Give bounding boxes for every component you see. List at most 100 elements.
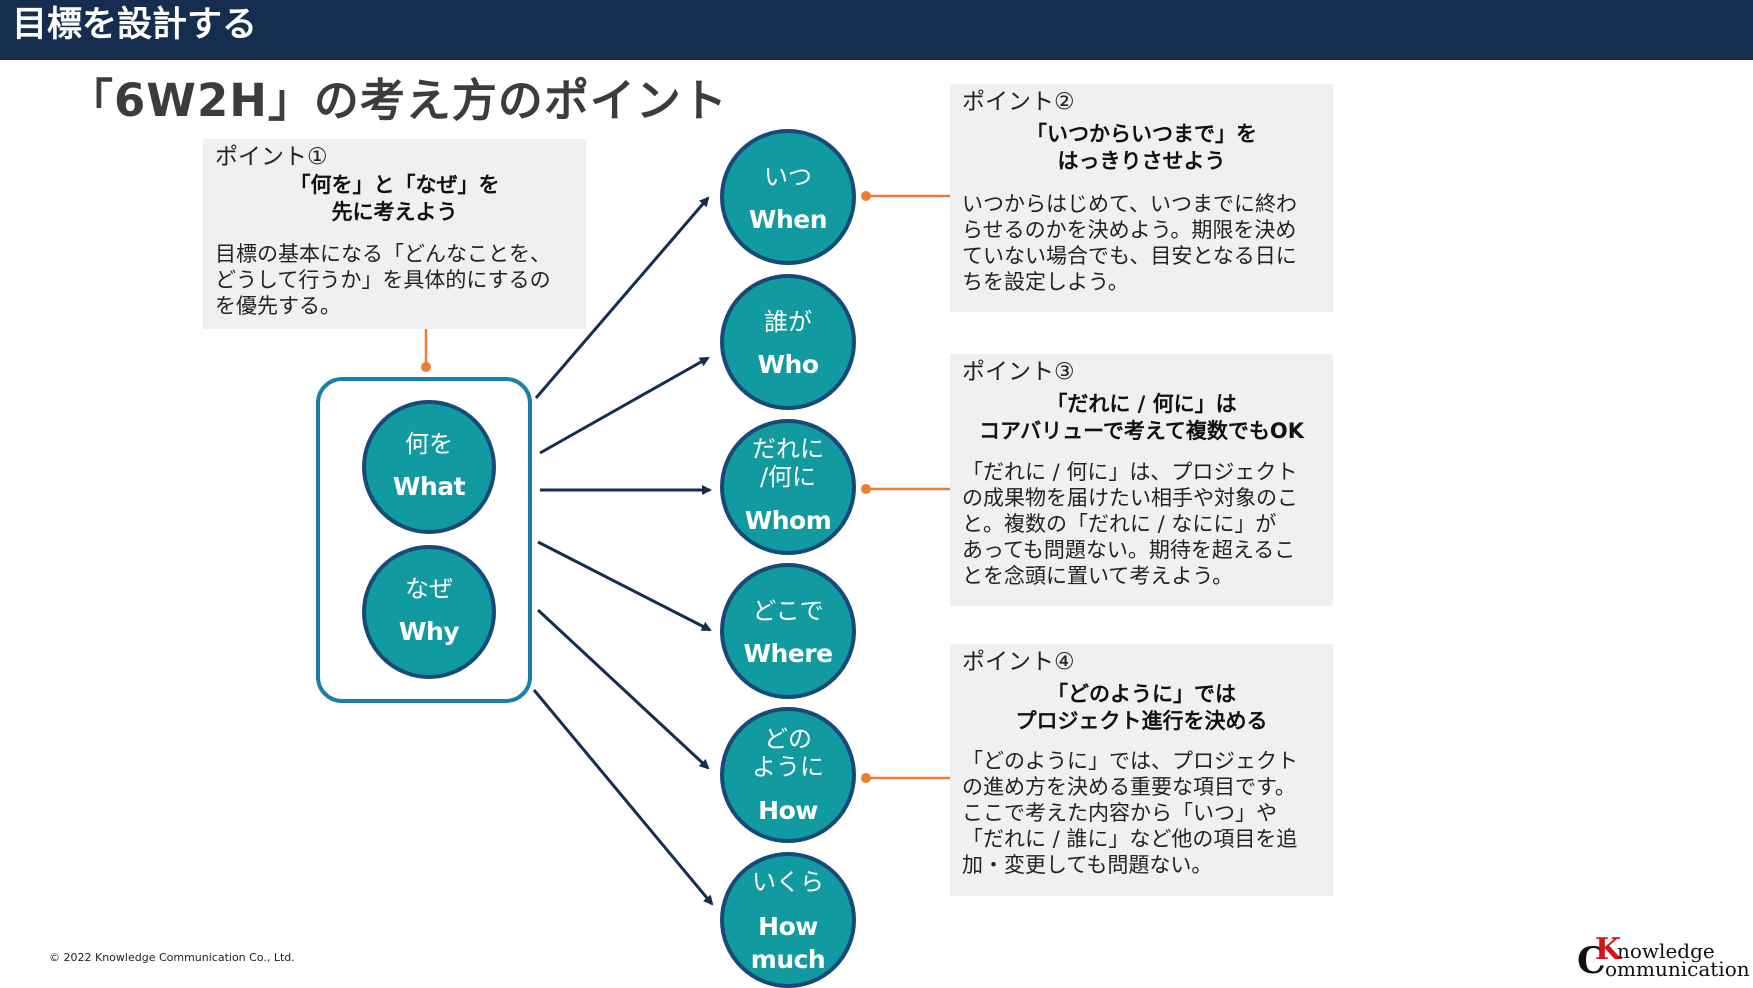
circle-why: なぜ Why [362,545,496,679]
heading-line: 「だれに / 何に」は [1046,392,1237,416]
point1-box: ポイント① 「何を」と「なぜ」を 先に考えよう 目標の基本になる「どんなことを、… [203,139,586,329]
circle-en-label: What [366,472,492,502]
body-line: ていない場合でも、目安となる日に [962,244,1297,268]
en-line: Who [757,350,819,379]
circle-jp-label: なぜ [366,575,492,603]
en-line: Where [743,639,833,668]
point2-body: いつからはじめて、いつまでに終わ らせるのかを決めよう。期限を決め ていない場合… [962,191,1297,295]
jp-line: いくら [752,868,824,896]
logo-word-knowledge: nowledge [1617,939,1715,963]
en-line: Whom [744,506,832,535]
circle-jp-label: 誰が [724,308,852,336]
heading-line: 先に考えよう [331,200,458,224]
en-line: How [758,796,818,825]
body-line: とを念頭に置いて考えよう。 [962,564,1234,588]
circle-how: どの ように How [720,707,856,843]
circle-how-much: いくら How much [720,852,856,988]
body-line: あっても問題ない。期待を超えるこ [962,538,1296,562]
point4-box: ポイント④ 「どのように」では プロジェクト進行を決める 「どのように」では、プ… [950,644,1333,896]
point2-heading: 「いつからいつまで」を はっきりさせよう [950,121,1333,175]
point4-heading: 「どのように」では プロジェクト進行を決める [950,681,1333,735]
body-line: 「だれに / 誰に」など他の項目を追 [962,827,1298,851]
heading-line: プロジェクト進行を決める [1015,709,1268,733]
point2-box: ポイント② 「いつからいつまで」を はっきりさせよう いつからはじめて、いつまで… [950,84,1333,312]
connector-point2-dot [861,191,871,201]
body-line: ちを設定しよう。 [962,270,1129,294]
heading-line: 「どのように」では [1047,682,1236,706]
jp-line: どこで [752,597,824,625]
copyright-text: © 2022 Knowledge Communication Co., Ltd. [49,951,295,964]
point2-label: ポイント② [962,89,1075,115]
circle-jp-label: だれに /何に [724,435,852,491]
jp-line: どの [764,725,812,753]
connector-point3-dot [861,484,871,494]
en-line: much [750,945,826,974]
point1-heading: 「何を」と「なぜ」を 先に考えよう [203,172,586,226]
circle-en-label: How [724,796,852,826]
body-line: 「だれに / 何に」は、プロジェクト [962,460,1298,484]
en-line: How [758,912,818,941]
circle-jp-label: どの ように [724,725,852,781]
arrow-who [539,356,710,455]
arrow-when [534,196,710,399]
jp-line: だれに [752,435,824,463]
body-line: ここで考えた内容から「いつ」や [962,801,1277,825]
circle-whom: だれに /何に Whom [720,419,856,555]
body-line: を優先する。 [215,294,341,318]
circle-en-label: Who [724,350,852,380]
logo-mark-k: K [1595,932,1622,967]
circle-jp-label: 何を [366,430,492,458]
circle-jp-label: いくら [724,868,852,896]
body-line: の進め方を決める重要な項目です。 [962,775,1296,799]
heading-line: 「何を」と「なぜ」を [289,173,500,197]
point3-label: ポイント③ [962,359,1075,385]
jp-line: 誰が [764,308,812,336]
logo-mark-c: C [1577,940,1606,982]
circle-en-label: When [724,205,852,235]
circle-jp-label: いつ [724,163,852,191]
core-group-frame [316,377,532,703]
circle-where: どこで Where [720,563,856,699]
jp-line: ように [752,753,824,781]
header-title: 目標を設計する [12,5,258,45]
heading-line: 「いつからいつまで」を [1026,122,1257,146]
circle-en-label: Why [366,617,492,647]
connector-point1-dot [421,362,431,372]
arrow-where [537,540,712,632]
en-line: Why [398,617,460,646]
point3-box: ポイント③ 「だれに / 何に」は コアバリューで考えて複数でもOK 「だれに … [950,354,1333,606]
jp-line: /何に [759,463,817,491]
point4-body: 「どのように」では、プロジェクト の進め方を決める重要な項目です。 ここで考えた… [962,748,1298,878]
body-line: 加・変更しても問題ない。 [962,853,1213,877]
circle-what: 何を What [362,400,496,534]
page-subtitle: 「6W2H」の考え方のポイント [68,74,728,127]
en-line: When [748,205,828,234]
heading-line: はっきりさせよう [1057,149,1226,173]
jp-line: なぜ [405,575,453,603]
circle-en-label: How much [724,910,852,976]
point1-body: 目標の基本になる「どんなことを、 どうして行うか」を具体的にするの を優先する。 [215,241,551,319]
arrow-how-much [532,689,714,906]
point4-label: ポイント④ [962,649,1075,675]
header-bar: 目標を設計する [0,0,1753,60]
point1-label: ポイント① [215,144,328,170]
circle-when: いつ When [720,129,856,265]
company-logo: C K nowledge ommunication [1577,932,1750,982]
connector-point4-dot [861,773,871,783]
circle-jp-label: どこで [724,597,852,625]
body-line: の成果物を届けたい相手や対象のこ [962,486,1298,510]
body-line: どうして行うか」を具体的にするの [215,268,551,292]
body-line: 目標の基本になる「どんなことを、 [215,242,551,266]
body-line: いつからはじめて、いつまでに終わ [962,192,1297,216]
jp-line: 何を [405,430,453,458]
en-line: What [392,472,466,501]
body-line: らせるのかを決めよう。期限を決め [962,218,1297,242]
jp-line: いつ [764,163,812,191]
point3-heading: 「だれに / 何に」は コアバリューで考えて複数でもOK [950,391,1333,445]
circle-en-label: Whom [724,506,852,536]
body-line: 「どのように」では、プロジェクト [962,749,1298,773]
logo-word-communication: ommunication [1605,957,1750,981]
circle-en-label: Where [724,639,852,669]
circle-who: 誰が Who [720,274,856,410]
